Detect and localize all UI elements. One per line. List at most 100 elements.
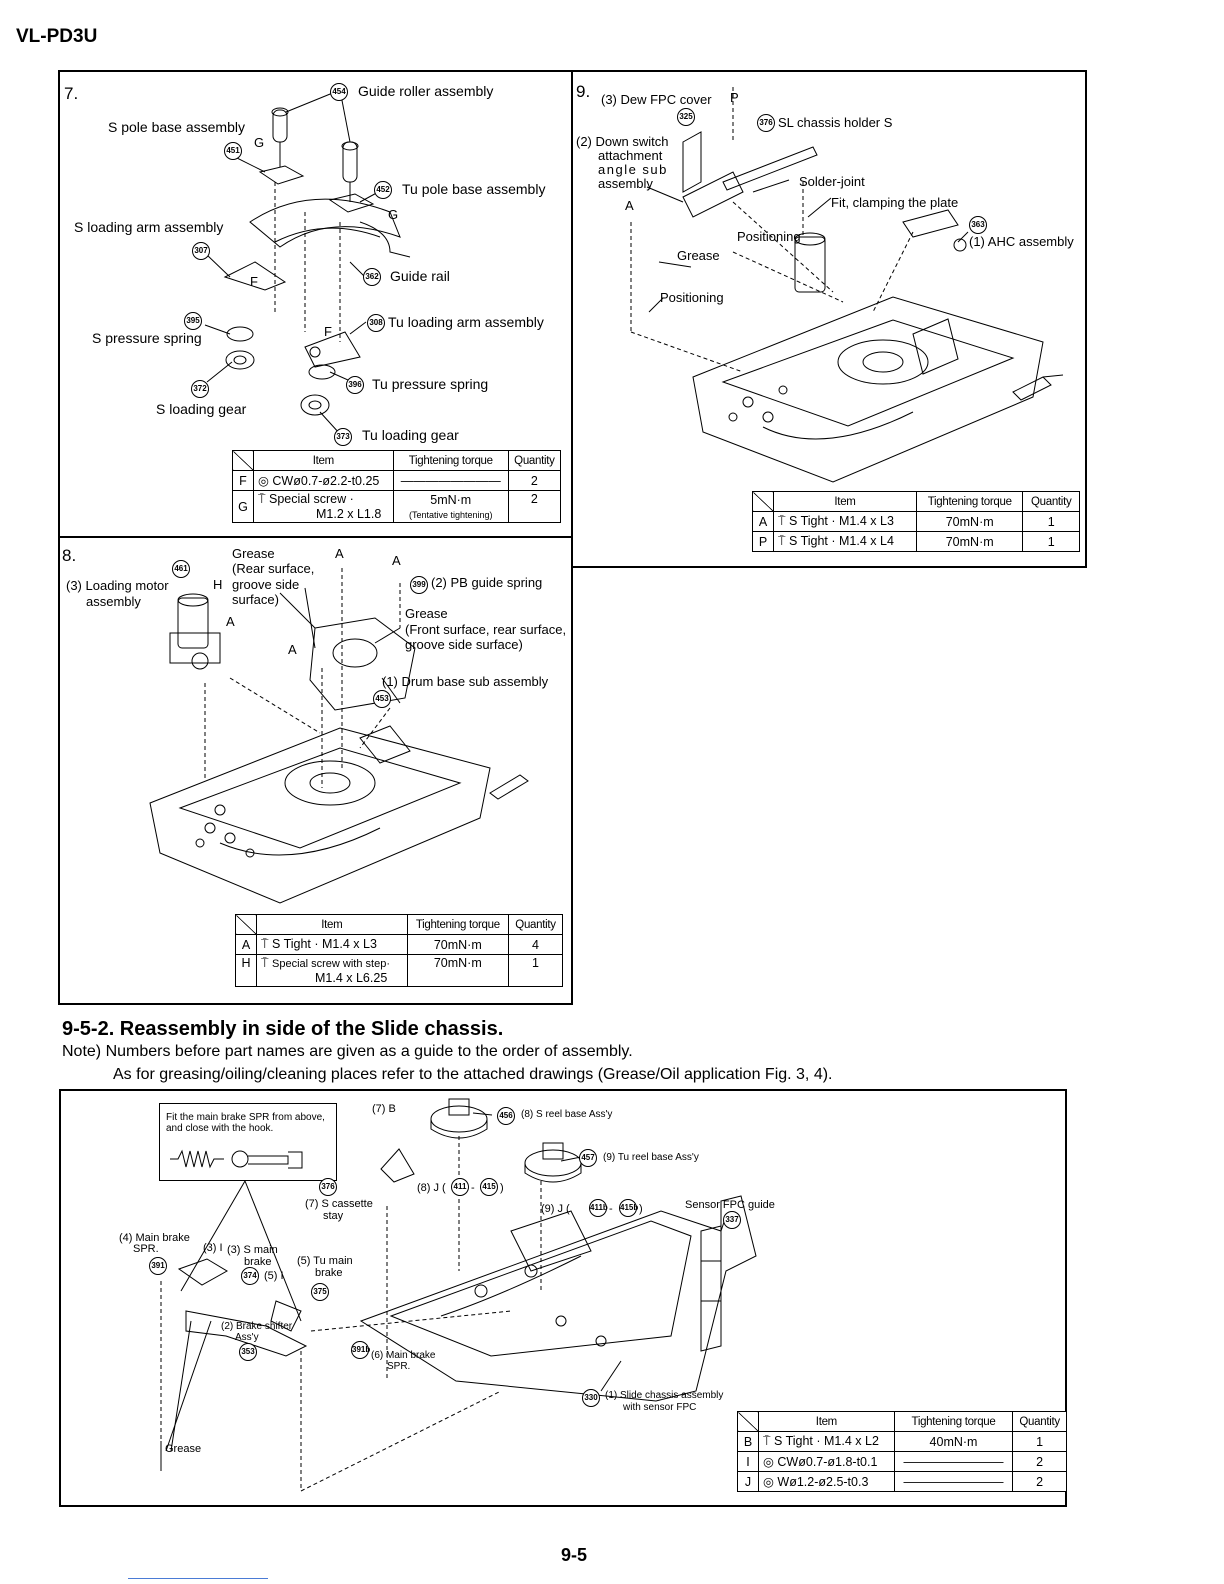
- label-p: P: [730, 90, 739, 105]
- section-note: Note) Numbers before part names are give…: [62, 1043, 633, 1060]
- part-number: 461: [172, 560, 190, 578]
- label-tu-pole-base: Tu pole base assembly: [402, 181, 546, 197]
- part-number: 376: [319, 1178, 337, 1196]
- fig9-spec-table: Item Tightening torque Quantity A ⍑ S Ti…: [752, 491, 1080, 552]
- part-number: 307: [192, 242, 210, 260]
- label-slide-chassis: (1) Slide chassis assembly: [605, 1390, 724, 1401]
- link-underline[interactable]: [128, 1578, 268, 1579]
- label-s-pressure-spring: S pressure spring: [92, 330, 202, 346]
- part-number: 362: [363, 268, 381, 286]
- section-note-2: As for greasing/oiling/cleaning places r…: [113, 1066, 833, 1083]
- part-number: 375: [311, 1283, 329, 1301]
- part-number: 330: [582, 1389, 600, 1407]
- part-number: 396: [346, 376, 364, 394]
- screw-icon: ⍑: [763, 1434, 771, 1448]
- slide-chassis-panel: Fit the main brake SPR from above, and c…: [59, 1089, 1067, 1507]
- table-corner: [235, 914, 257, 935]
- figure-7-panel: 7.: [58, 70, 573, 538]
- part-number: 454: [330, 83, 348, 101]
- table-corner: [752, 491, 774, 512]
- part-number: 451: [224, 142, 242, 160]
- label-grease: Grease: [405, 606, 448, 621]
- label-g: G: [254, 135, 265, 150]
- label-a: A: [288, 642, 297, 657]
- figure-9-panel: 9.: [571, 70, 1087, 568]
- figure-8-panel: 8. 461 Grease (Rear sur: [58, 536, 573, 1005]
- part-number: 373: [334, 428, 352, 446]
- label-a: A: [335, 546, 344, 561]
- washer-icon: ◎: [763, 1455, 774, 1469]
- label-brake-shifter: (2) Brake shifter: [221, 1321, 293, 1332]
- table-corner: [232, 450, 254, 471]
- label-g: G: [388, 207, 399, 222]
- header-quantity: Quantity: [508, 914, 563, 935]
- label-loading-motor: (3) Loading motor: [66, 578, 169, 593]
- label-s-loading-gear: S loading gear: [156, 401, 247, 417]
- label-b7: (7) B: [372, 1103, 396, 1115]
- figure-number: 7.: [64, 84, 79, 103]
- table-corner: [737, 1411, 759, 1432]
- header-torque: Tightening torque: [893, 1411, 1014, 1432]
- label-s-pole-base: S pole base assembly: [108, 119, 245, 135]
- label-fit-clamp: Fit, clamping the plate: [831, 195, 959, 210]
- spring-hook-icon: [170, 1149, 303, 1169]
- part-number: 452: [374, 181, 392, 199]
- table-row: P ⍑ S Tight · M1.4 x L4 70mN·m 1: [752, 531, 1080, 552]
- label-tu-main-brake: (5) Tu main: [297, 1255, 353, 1267]
- label-guide-rail: Guide rail: [390, 268, 450, 284]
- label-grease: Grease: [677, 248, 720, 263]
- label-grease: Grease: [165, 1443, 202, 1455]
- label-pb-guide-spring: (2) PB guide spring: [431, 575, 543, 590]
- screw-icon: ⍑: [778, 534, 786, 548]
- label-tu-reel-base: (9) Tu reel base Ass'y: [603, 1152, 699, 1163]
- header-item: Item: [256, 914, 408, 935]
- header-item: Item: [253, 450, 394, 471]
- header-torque: Tightening torque: [915, 491, 1024, 512]
- part-number: 325: [677, 108, 695, 126]
- part-number: 391b: [351, 1341, 370, 1359]
- part-number: 456: [497, 1107, 515, 1125]
- page-number: 9-5: [561, 1545, 588, 1565]
- fig7-spec-table: Item Tightening torque Quantity F ◎ CWø0…: [232, 450, 562, 523]
- table-row: B ⍑ S Tight · M1.4 x L2 40mN·m 1: [737, 1431, 1067, 1452]
- label-s-cassette-stay: (7) S cassette: [305, 1198, 373, 1210]
- label-dew-fpc: (3) Dew FPC cover: [601, 92, 712, 107]
- table-row: J ◎ Wø1.2-ø2.5-t0.3 ———————— 2: [737, 1471, 1067, 1492]
- part-number: 308: [367, 314, 385, 332]
- figure-number: 9.: [576, 82, 591, 101]
- label-f: F: [250, 274, 258, 289]
- label-main-brake-spr-6: (6) Main brake: [371, 1350, 436, 1361]
- part-number: 337: [723, 1211, 741, 1229]
- label-guide-roller: Guide roller assembly: [358, 83, 494, 99]
- part-number: 376: [757, 114, 775, 132]
- label-solder-joint: Solder-joint: [799, 174, 865, 189]
- part-number: 411b: [589, 1199, 608, 1217]
- header-torque: Tightening torque: [392, 450, 509, 471]
- document-id: VL-PD3U: [16, 26, 98, 47]
- table-row: A ⍑ S Tight · M1.4 x L3 70mN·m 4: [235, 934, 563, 955]
- label-f: F: [324, 324, 332, 339]
- table-row: H ⍑ Special screw with step·M1.4 x L6.25…: [235, 954, 563, 987]
- label-ahc: (1) AHC assembly: [969, 234, 1074, 249]
- label-j9: (9) J (: [541, 1203, 570, 1215]
- part-number: 353: [239, 1343, 257, 1361]
- label-s-reel-base: (8) S reel base Ass'y: [521, 1109, 613, 1120]
- part-number: 453: [373, 690, 391, 708]
- label-i3: (3) I: [203, 1242, 223, 1254]
- label-sensor-fpc-guide: Sensor FPC guide: [685, 1199, 775, 1211]
- label-drum-base: (1) Drum base sub assembly: [382, 674, 549, 689]
- label-down-switch: (2) Down switch: [576, 134, 669, 149]
- label-h: H: [213, 577, 223, 592]
- part-number: 457: [579, 1149, 597, 1167]
- figure-8-diagram: [149, 568, 529, 904]
- header-item: Item: [758, 1411, 895, 1432]
- label-s-loading-arm: S loading arm assembly: [74, 219, 224, 235]
- header-quantity: Quantity: [507, 450, 562, 471]
- label-positioning: Positioning: [660, 290, 724, 305]
- screw-icon: ⍑: [261, 937, 269, 951]
- label-main-brake-spr: (4) Main brake: [119, 1232, 190, 1244]
- washer-icon: ◎: [258, 474, 269, 488]
- part-number: 399: [410, 576, 428, 594]
- label-grease: Grease: [232, 546, 275, 561]
- part-number: 415: [480, 1178, 498, 1196]
